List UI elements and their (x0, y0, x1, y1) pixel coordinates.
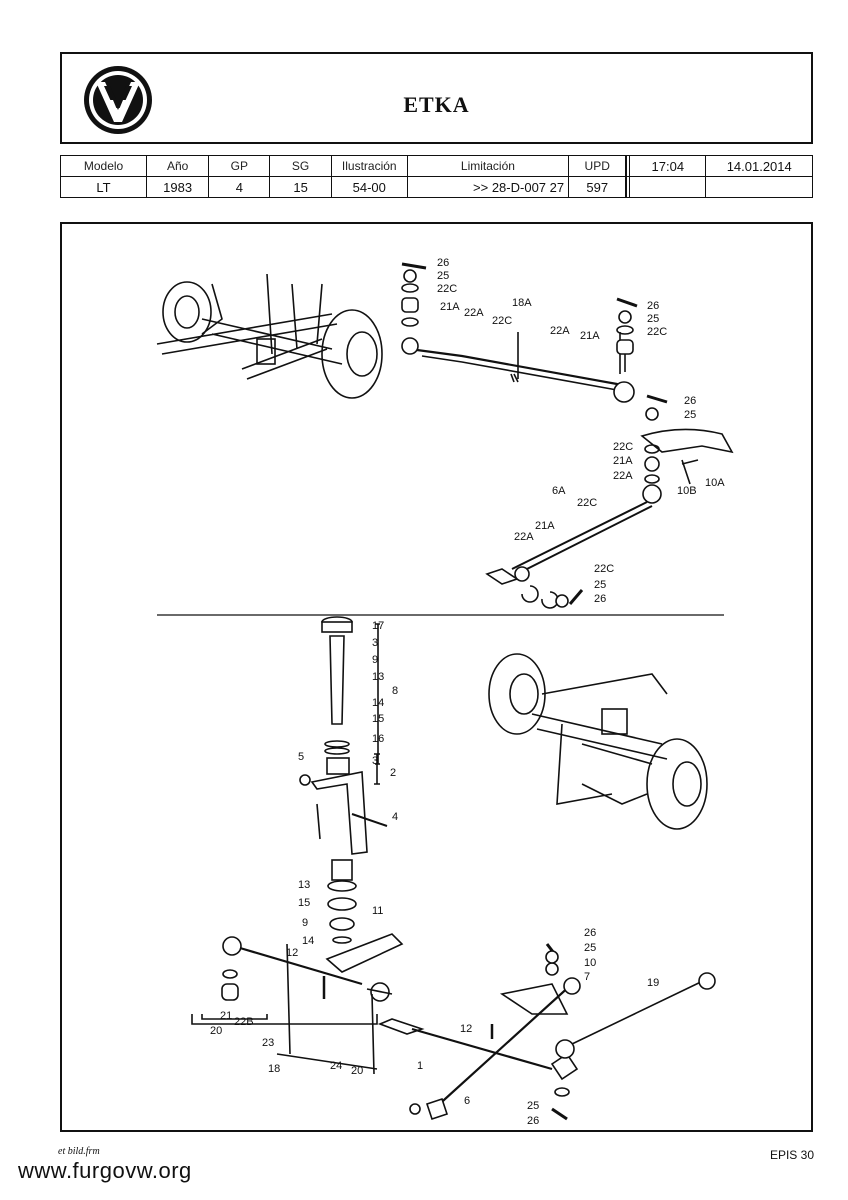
callout-label: 17 (372, 620, 384, 632)
callout-label: 26 (437, 257, 449, 269)
callout-label: 10 (584, 957, 596, 969)
callout-label: 7 (584, 971, 590, 983)
table-divider (625, 176, 631, 198)
label-ilustracion: Ilustración (330, 155, 408, 177)
date-cell: 14.01.2014 (705, 155, 813, 177)
callout-label: 1 (417, 1060, 423, 1072)
callout-label: 6 (464, 1095, 470, 1107)
callout-label: 22A (550, 325, 570, 337)
kingpin-stack-group (299, 616, 388, 944)
meta-table: Modelo Año GP SG Ilustración Limitación … (59, 155, 813, 198)
value-sg: 15 (269, 176, 332, 198)
callout-label: 22C (647, 326, 667, 338)
callout-label: 26 (527, 1115, 539, 1127)
callout-label: 13 (298, 879, 310, 891)
callout-label: 25 (594, 579, 606, 591)
footer-filename: et bild.frm (58, 1146, 100, 1157)
label-sg: SG (269, 155, 332, 177)
callout-label: 11 (372, 905, 383, 917)
callout-labels: 26 25 22C 21A 22A 22C 18A 22A 21A 26 25 … (210, 257, 725, 1127)
callout-label: 5 (298, 751, 304, 763)
callout-label: 26 (584, 927, 596, 939)
callout-label: 25 (437, 270, 449, 282)
value-ano: 1983 (146, 176, 210, 198)
callout-label: 22C (492, 315, 512, 327)
callout-label: 21 (220, 1010, 232, 1022)
callout-label: 12 (460, 1023, 472, 1035)
callout-label: 10B (677, 485, 697, 497)
vw-logo-icon (84, 66, 152, 134)
callout-label: 24 (330, 1060, 342, 1072)
header-box: ETKA (60, 52, 813, 144)
callout-label: 21A (580, 330, 600, 342)
callout-label: 22A (514, 531, 534, 543)
footer-watermark: www.furgovw.org (18, 1158, 192, 1183)
empty-cell (705, 176, 813, 198)
label-limitacion: Limitación (406, 155, 570, 177)
callout-label: 25 (684, 409, 696, 421)
callout-label: 25 (527, 1100, 539, 1112)
callout-label: 25 (584, 942, 596, 954)
callout-label: 18A (512, 297, 532, 309)
callout-label: 15 (298, 897, 310, 909)
parts-diagram: 26 25 22C 21A 22A 22C 18A 22A 21A 26 25 … (60, 222, 813, 1132)
steering-linkage-bottom (191, 933, 716, 1121)
callout-label: 26 (594, 593, 606, 605)
callout-label: 4 (392, 811, 398, 823)
document-title: ETKA (403, 92, 470, 117)
callout-label: 23 (262, 1037, 274, 1049)
callout-label: 19 (647, 977, 659, 989)
callout-label: 14 (302, 935, 314, 947)
callout-label: 25 (647, 313, 659, 325)
callout-label: 8 (392, 685, 398, 697)
callout-label: 12 (286, 947, 298, 959)
callout-label: 20 (351, 1065, 363, 1077)
chassis-front-view-top (156, 273, 383, 399)
callout-label: 16 (372, 733, 384, 745)
callout-label: 9 (302, 917, 308, 929)
callout-label: 3 (372, 637, 378, 649)
value-modelo: LT (59, 176, 148, 198)
value-gp: 4 (208, 176, 271, 198)
empty-cell (629, 176, 707, 198)
callout-label: 14 (372, 697, 384, 709)
value-limitacion: >> 28-D-007 27 (406, 176, 570, 198)
callout-label: 6A (552, 485, 566, 497)
callout-label: 18 (268, 1063, 280, 1075)
callout-label: 22A (464, 307, 484, 319)
callout-label: 20 (210, 1025, 222, 1037)
callout-label: 13 (372, 671, 384, 683)
label-gp: GP (208, 155, 271, 177)
callout-label: 22C (594, 563, 614, 575)
callout-label: 22C (437, 283, 457, 295)
callout-label: 26 (684, 395, 696, 407)
callout-label: 22C (577, 497, 597, 509)
callout-label: 10A (705, 477, 725, 489)
value-ilustracion: 54-00 (330, 176, 408, 198)
callout-label: 26 (647, 300, 659, 312)
label-modelo: Modelo (59, 155, 148, 177)
callout-label: 2 (390, 767, 396, 779)
callout-label: 22A (613, 470, 633, 482)
value-upd: 597 (568, 176, 627, 198)
callout-label: 3 (372, 755, 378, 767)
drag-link-6a-group (485, 394, 734, 609)
callout-label: 15 (372, 713, 384, 725)
callout-label: 22C (613, 441, 633, 453)
callout-label: 9 (372, 654, 378, 666)
callout-label: 21A (440, 301, 460, 313)
footer-page-code: EPIS 30 (769, 1148, 814, 1162)
callout-label: 22B (234, 1016, 254, 1028)
steering-linkage-drawing: 26 25 22C 21A 22A 22C 18A 22A 21A 26 25 … (156, 257, 734, 1127)
callout-label: 21A (535, 520, 555, 532)
tie-rod-18a-group (401, 262, 638, 403)
label-ano: Año (146, 155, 210, 177)
time-cell: 17:04 (629, 155, 707, 177)
callout-label: 21A (613, 455, 633, 467)
label-upd: UPD (568, 155, 627, 177)
chassis-rear-view-bottom (488, 653, 708, 830)
